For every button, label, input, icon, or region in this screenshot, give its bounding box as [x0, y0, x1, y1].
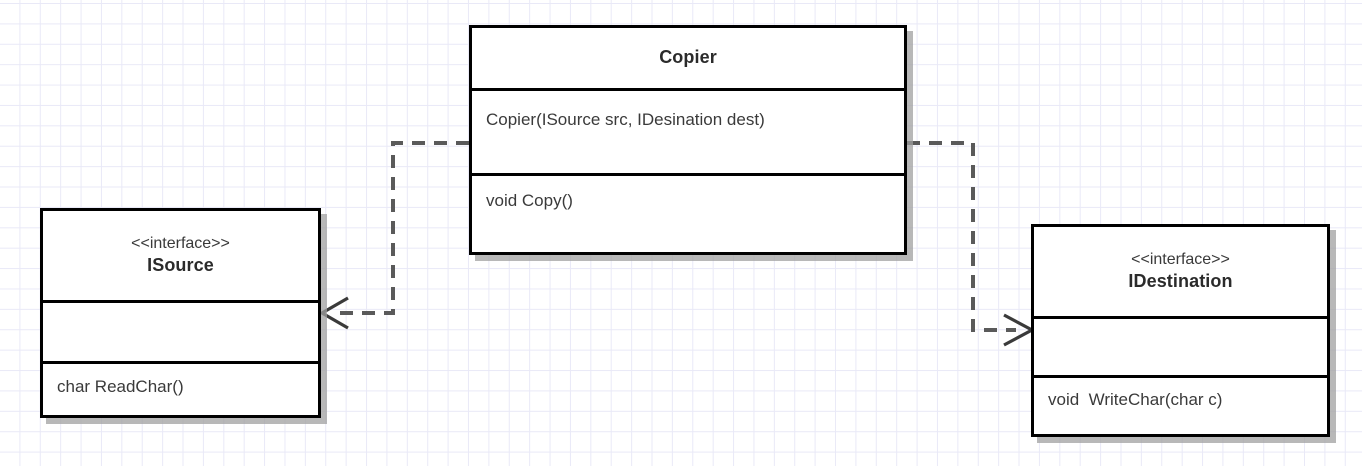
- class-member: void Copy(): [486, 191, 573, 210]
- isource-title-compartment: <<interface>> ISource: [43, 211, 318, 300]
- copier-title-compartment: Copier: [472, 28, 904, 88]
- isource-attribute-compartment: [43, 300, 318, 361]
- class-member: void WriteChar(char c): [1048, 390, 1223, 409]
- class-member: char ReadChar(): [57, 377, 184, 396]
- class-box-idestination[interactable]: <<interface>> IDestination void WriteCha…: [1031, 224, 1330, 437]
- class-name-copier: Copier: [659, 47, 717, 68]
- class-member: Copier(ISource src, IDesination dest): [486, 110, 765, 129]
- open-arrowhead-left-icon: [318, 296, 349, 330]
- class-box-isource[interactable]: <<interface>> ISource char ReadChar(): [40, 208, 321, 418]
- copier-method-compartment: void Copy(): [472, 173, 904, 252]
- dependency-line-idestination: [907, 141, 1016, 332]
- copier-constructor-compartment: Copier(ISource src, IDesination dest): [472, 88, 904, 173]
- dependency-copier-to-isource: [318, 141, 469, 330]
- dependency-copier-to-idestination: [907, 141, 1036, 347]
- class-box-copier[interactable]: Copier Copier(ISource src, IDesination d…: [469, 25, 907, 255]
- class-stereotype-isource: <<interface>>: [131, 234, 230, 252]
- open-arrowhead-right-icon: [1003, 313, 1036, 347]
- class-stereotype-idestination: <<interface>>: [1131, 250, 1230, 268]
- idestination-method-compartment: void WriteChar(char c): [1034, 375, 1327, 434]
- class-name-idestination: IDestination: [1128, 271, 1233, 292]
- class-name-isource: ISource: [147, 255, 214, 276]
- isource-method-compartment: char ReadChar(): [43, 361, 318, 415]
- idestination-attribute-compartment: [1034, 316, 1327, 375]
- dependency-line-isource: [337, 141, 469, 315]
- idestination-title-compartment: <<interface>> IDestination: [1034, 227, 1327, 316]
